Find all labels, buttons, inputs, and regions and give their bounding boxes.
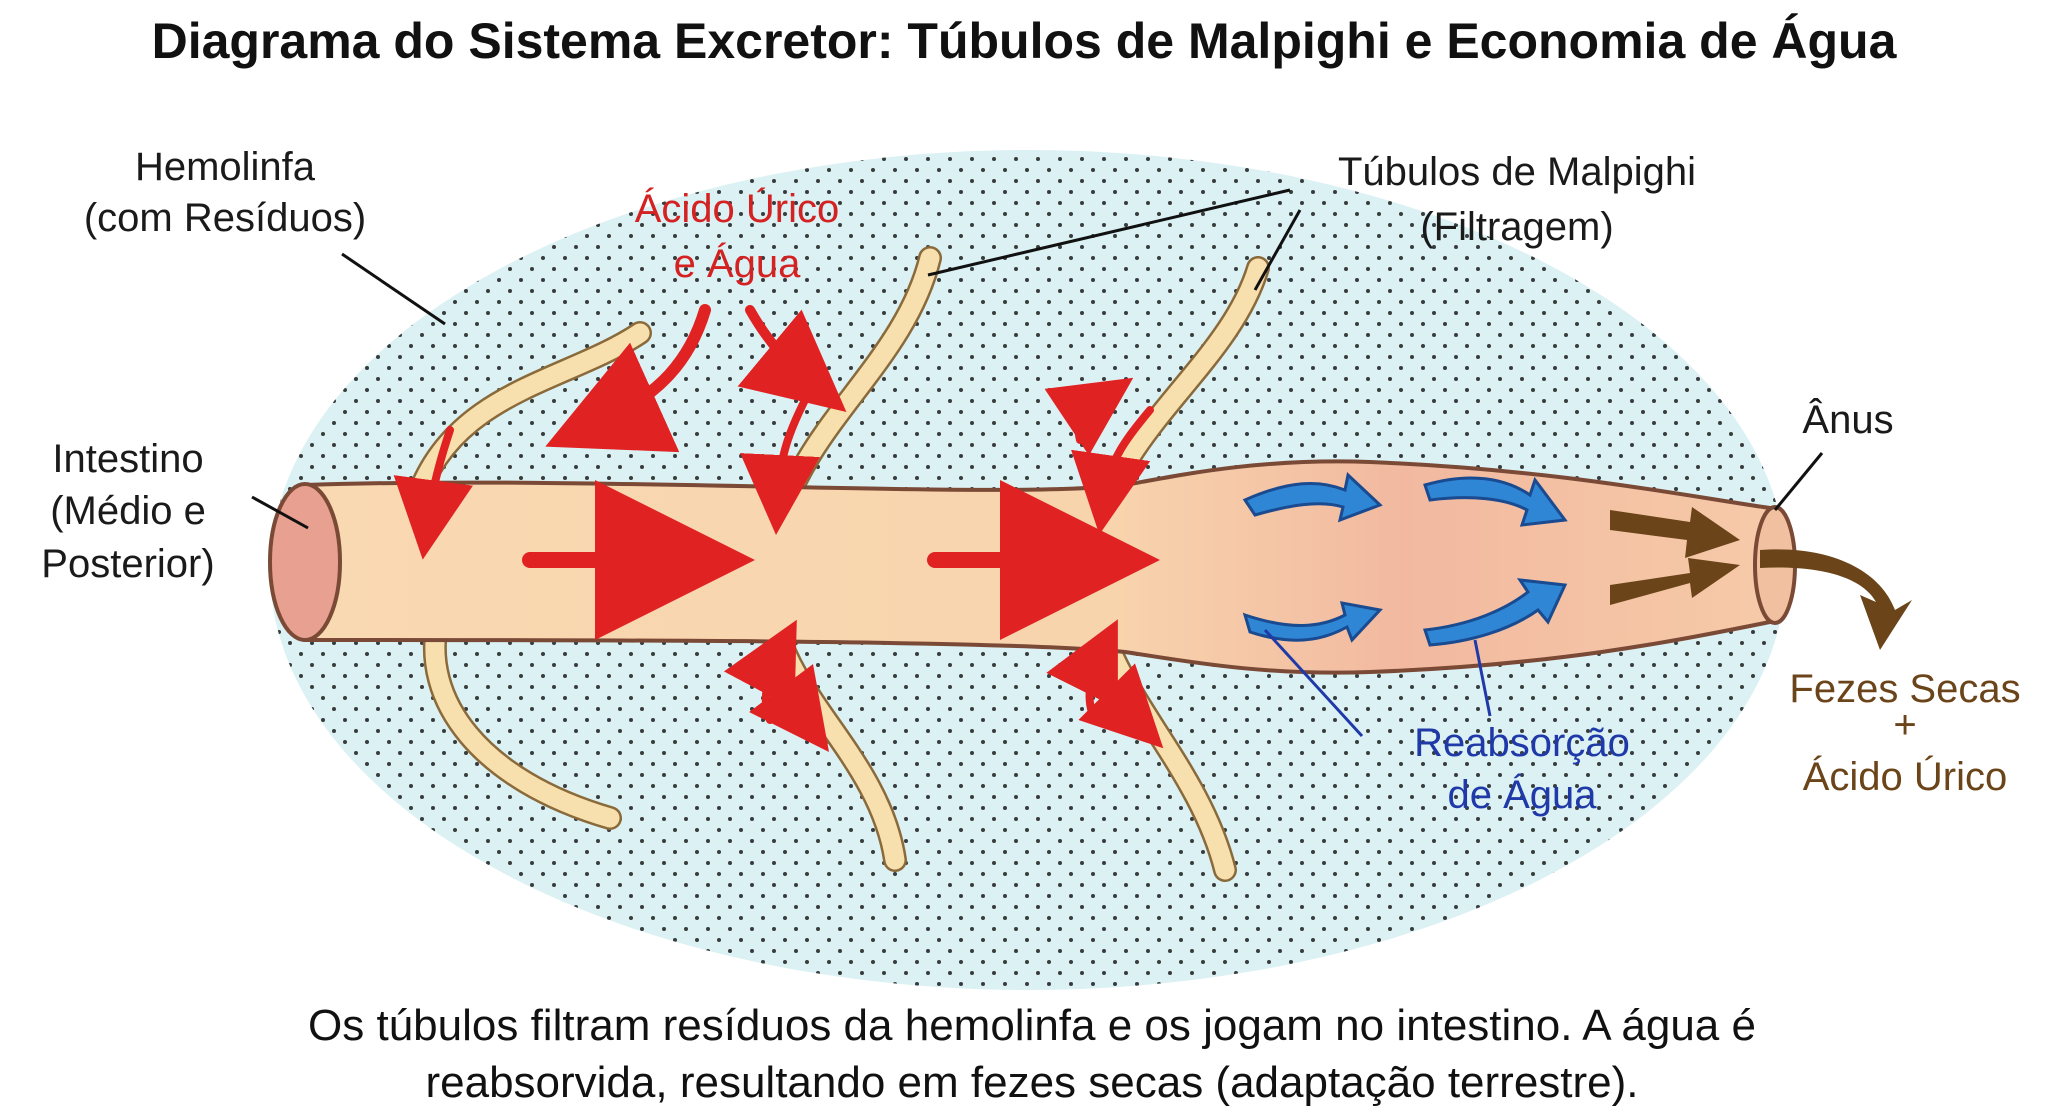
waste-arrow xyxy=(393,426,473,560)
caption: Os túbulos filtram resíduos da hemolinfa… xyxy=(308,1001,1756,1107)
water-arrows xyxy=(1242,472,1568,647)
waste-arrow xyxy=(740,396,820,535)
label-water-reabsorption: Reabsorção de Água xyxy=(1414,721,1630,817)
svg-text:Fezes Secas: Fezes Secas xyxy=(1789,667,2020,711)
svg-text:Intestino: Intestino xyxy=(52,437,203,481)
gut-opening xyxy=(268,482,342,642)
feces-exit-arrow xyxy=(1760,549,1912,650)
waste-arrow xyxy=(1044,377,1134,456)
label-uric-acid-water: Ácido Úrico e Água xyxy=(635,186,840,286)
svg-text:+: + xyxy=(1893,703,1916,747)
label-hemolymph: Hemolinfa (com Resíduos) xyxy=(84,145,366,240)
feces-arrows xyxy=(1610,507,1912,650)
waste-arrow xyxy=(723,619,797,724)
tubule xyxy=(425,610,620,828)
waste-arrow xyxy=(1046,619,1118,724)
diagram-title: Diagrama do Sistema Excretor: Túbulos de… xyxy=(152,13,1898,69)
svg-text:Ácido Úrico: Ácido Úrico xyxy=(635,186,840,231)
svg-text:(com Resíduos): (com Resíduos) xyxy=(84,196,366,240)
label-dry-feces: Fezes Secas + Ácido Úrico xyxy=(1789,667,2020,799)
svg-text:Posterior): Posterior) xyxy=(41,542,214,586)
svg-text:Ácido Úrico: Ácido Úrico xyxy=(1803,754,2008,799)
water-arrow xyxy=(1422,578,1568,647)
waste-arrow xyxy=(737,305,847,413)
svg-text:Reabsorção: Reabsorção xyxy=(1414,721,1630,765)
svg-text:de Água: de Água xyxy=(1447,772,1597,817)
label-malpighian-tubules: Túbulos de Malpighi (Filtragem) xyxy=(1338,150,1696,249)
label-anus: Ânus xyxy=(1802,397,1893,442)
svg-text:Os túbulos filtram resíduos da: Os túbulos filtram resíduos da hemolinfa… xyxy=(308,1001,1756,1050)
waste-arrows xyxy=(393,304,1164,753)
feces-arrow xyxy=(1610,558,1740,605)
svg-text:(Filtragem): (Filtragem) xyxy=(1420,205,1613,249)
feces-arrow xyxy=(1610,507,1740,558)
water-arrow xyxy=(1242,601,1383,643)
svg-text:Túbulos de Malpighi: Túbulos de Malpighi xyxy=(1338,150,1696,194)
leader-lines xyxy=(251,188,1824,738)
svg-text:e Água: e Água xyxy=(674,241,802,286)
water-arrow xyxy=(1423,476,1568,527)
svg-text:Hemolinfa: Hemolinfa xyxy=(135,145,316,189)
label-intestine: Intestino (Médio e Posterior) xyxy=(41,437,214,586)
waste-arrow xyxy=(545,304,711,453)
water-arrow xyxy=(1242,472,1383,523)
svg-text:(Médio e: (Médio e xyxy=(50,489,206,533)
svg-text:reabsorvida, resultando em fez: reabsorvida, resultando em fezes secas (… xyxy=(425,1058,1638,1107)
